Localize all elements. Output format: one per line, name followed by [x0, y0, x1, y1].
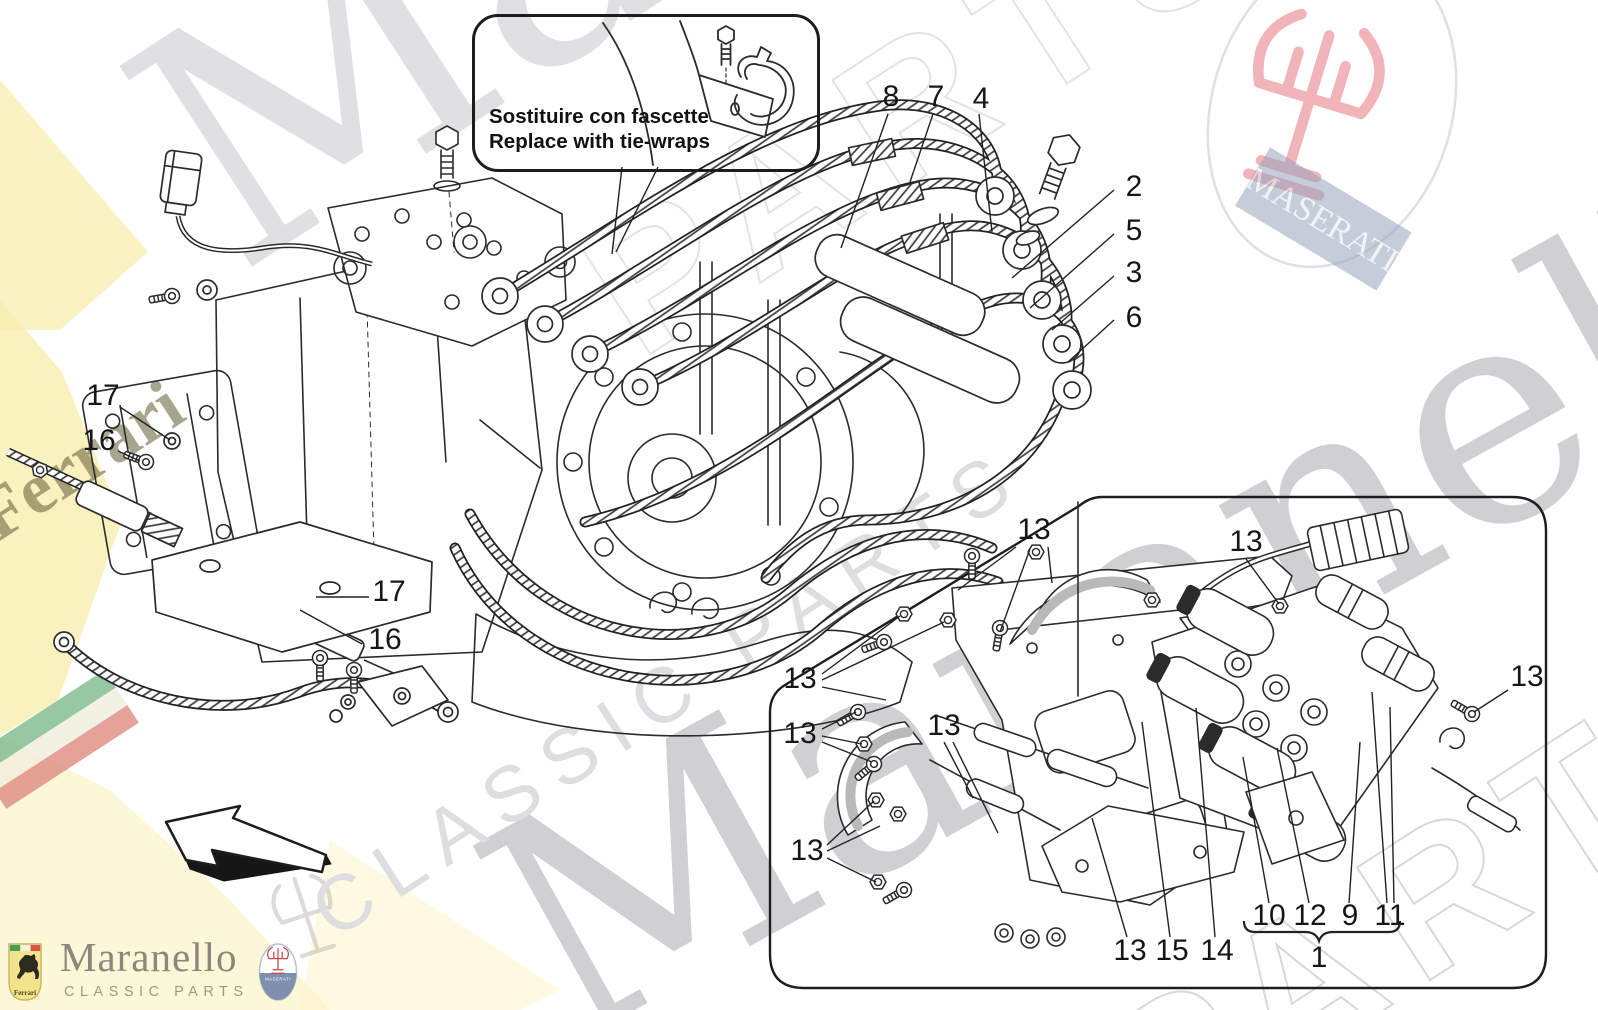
- inset-actuator-assembly: [833, 501, 1521, 949]
- sensor-connector: [147, 149, 373, 309]
- part-number-label: 2: [1125, 170, 1143, 203]
- group-brace: [1242, 920, 1402, 945]
- logo-brand-text: Maranello: [60, 934, 238, 980]
- part-number-label: 10: [1252, 899, 1286, 932]
- note-line-english: Replace with tie-wraps: [489, 130, 711, 154]
- part-number-label: 13: [1229, 525, 1263, 558]
- part-number-label: 13: [790, 834, 824, 867]
- part-number-label: 3: [1125, 256, 1143, 289]
- note-line-italian: Sostituire con fascette: [489, 104, 709, 128]
- maserati-badge-text: MASERATI: [265, 977, 291, 982]
- ferrari-shield-icon: Ferrari: [8, 943, 42, 1001]
- part-number-label: 8: [882, 80, 900, 113]
- part-number-label: 15: [1155, 934, 1189, 967]
- maranello-logo: Ferrari MASERATI Maranello CLASSIC PARTS: [8, 934, 308, 1005]
- ferrari-shield-watermark: [0, 80, 560, 1010]
- tie-wrap-note-text: Sostituire con fascette Replace with tie…: [489, 104, 710, 155]
- tie-wrap-note-box: Sostituire con fascette Replace with tie…: [472, 14, 820, 172]
- maserati-badge-icon: MASERATI: [258, 943, 298, 1001]
- part-number-label: 12: [1293, 899, 1327, 932]
- part-number-label: 16: [368, 623, 402, 656]
- part-number-label: 13: [783, 662, 817, 695]
- part-number-label: 11: [1374, 899, 1406, 932]
- part-number-label: 6: [1125, 301, 1143, 334]
- part-number-label: 13: [1510, 660, 1544, 693]
- part-number-label: 14: [1200, 934, 1234, 967]
- part-number-label: 17: [86, 379, 120, 412]
- part-number-label: 9: [1341, 899, 1359, 932]
- inset-detail-box: [768, 495, 1548, 990]
- logo-graphics: Ferrari MASERATI: [8, 943, 298, 1001]
- part-number-label: 1: [1310, 941, 1328, 974]
- clutch-pipe-assembly: [6, 432, 459, 727]
- ferrari-shield-text: Ferrari: [14, 989, 36, 997]
- leader-lines: [117, 113, 1509, 938]
- maserati-badge-watermark: MASERATI: [1206, 0, 1458, 291]
- clutch-cylinder-fittings: [481, 134, 1092, 410]
- part-number-label: 17: [372, 575, 406, 608]
- logo-tagline-text: CLASSIC PARTS: [64, 984, 249, 1000]
- part-number-label: 7: [927, 80, 945, 113]
- direction-arrow: [164, 804, 332, 882]
- part-number-label: 13: [927, 709, 961, 742]
- part-number-label: 13: [783, 717, 817, 750]
- part-number-label: 13: [1017, 513, 1051, 546]
- part-number-label: 16: [82, 424, 116, 457]
- part-number-label: 4: [972, 82, 990, 115]
- part-number-label: 5: [1125, 214, 1143, 247]
- tie-wrap-illustration: [602, 20, 795, 166]
- part-number-label: 13: [1113, 934, 1147, 967]
